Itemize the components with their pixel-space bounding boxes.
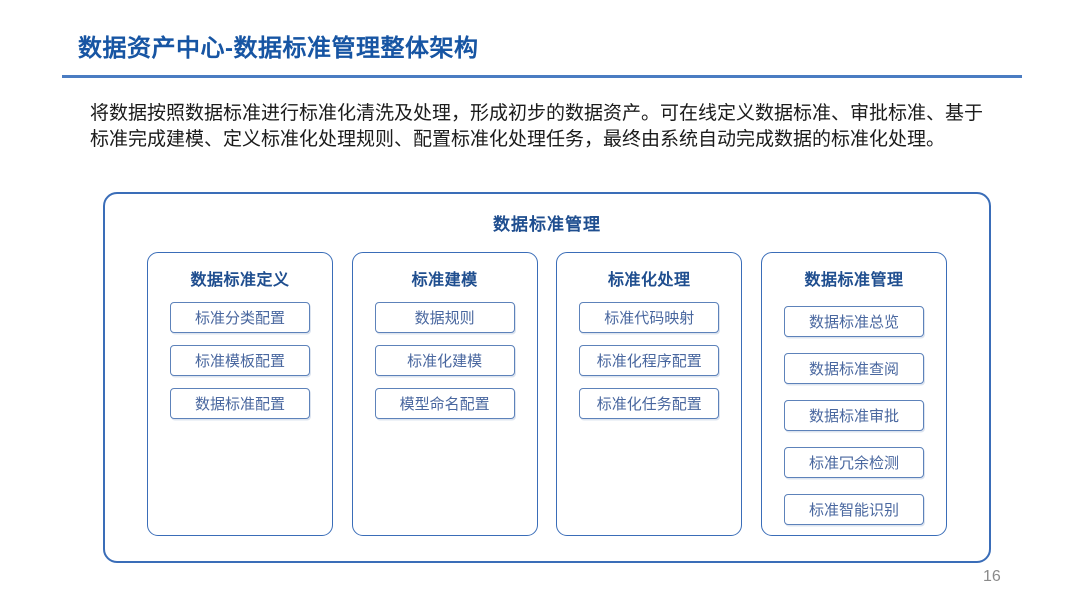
title-underline-rule (62, 75, 1022, 78)
item-standardization-program-config: 标准化程序配置 (579, 345, 720, 376)
item-data-rules: 数据规则 (374, 302, 515, 333)
item-standardization-task-config: 标准化任务配置 (579, 388, 720, 419)
group-header: 数据标准管理 (804, 272, 904, 289)
item-model-naming-config: 模型命名配置 (374, 388, 515, 419)
page-number: 16 (983, 568, 1001, 585)
item-data-standard-config: 数据标准配置 (170, 388, 310, 419)
item-data-standard-lookup: 数据标准查阅 (783, 353, 924, 384)
diagram-columns-row: 数据标准定义 标准分类配置 标准模板配置 数据标准配置 标准建模 数据规则 标准… (105, 252, 989, 536)
group-standard-modeling: 标准建模 数据规则 标准化建模 模型命名配置 (351, 252, 538, 536)
item-standard-intelligent-recognition: 标准智能识别 (783, 494, 924, 525)
item-data-standard-overview: 数据标准总览 (783, 306, 924, 337)
group-data-standard-management: 数据标准管理 数据标准总览 数据标准查阅 数据标准审批 标准冗余检测 标准智能识… (760, 252, 947, 536)
item-standard-redundancy-detection: 标准冗余检测 (783, 447, 924, 478)
item-standard-code-mapping: 标准代码映射 (579, 302, 720, 333)
item-standardized-modeling: 标准化建模 (374, 345, 515, 376)
item-data-standard-approval: 数据标准审批 (783, 400, 924, 431)
slide-description: 将数据按照数据标准进行标准化清洗及处理，形成初步的数据资产。可在线定义数据标准、… (90, 103, 984, 150)
group-header: 数据标准定义 (190, 272, 290, 289)
diagram-title: 数据标准管理 (493, 215, 601, 234)
group-standardization-processing: 标准化处理 标准代码映射 标准化程序配置 标准化任务配置 (556, 252, 743, 536)
item-standard-template-config: 标准模板配置 (170, 345, 310, 376)
group-header: 标准化处理 (608, 272, 691, 289)
item-standard-classification-config: 标准分类配置 (170, 302, 310, 333)
group-header: 标准建模 (411, 272, 478, 289)
group-data-standard-definition: 数据标准定义 标准分类配置 标准模板配置 数据标准配置 (147, 252, 333, 536)
slide-title: 数据资产中心-数据标准管理整体架构 (78, 35, 479, 62)
diagram-outer-frame: 数据标准管理 数据标准定义 标准分类配置 标准模板配置 数据标准配置 标准建模 … (103, 192, 991, 563)
